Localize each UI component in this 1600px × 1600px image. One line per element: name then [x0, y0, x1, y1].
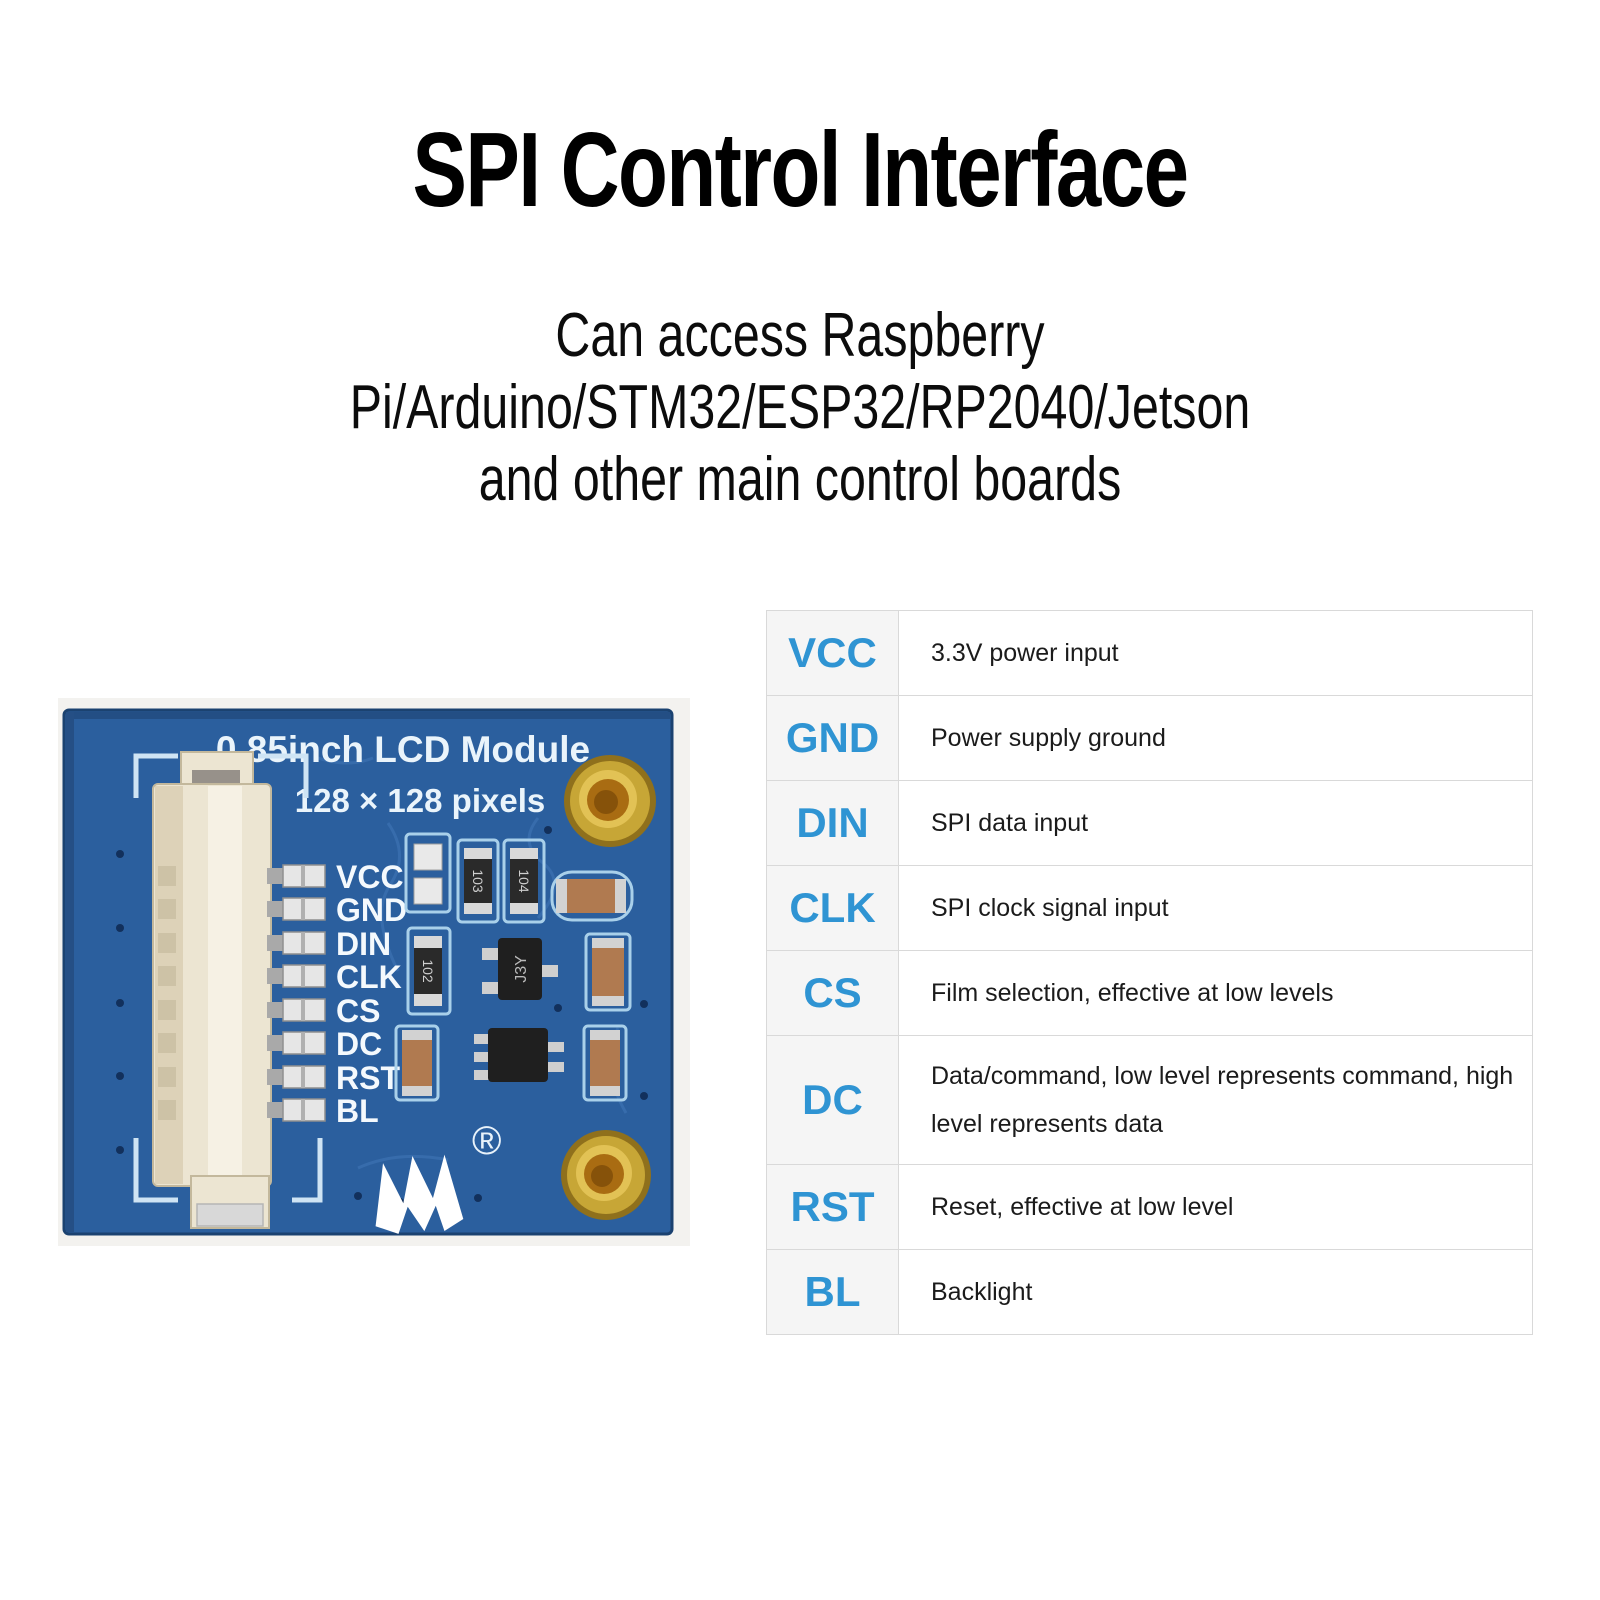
pin-name-cell: VCC	[767, 611, 899, 695]
pin-name-cell: GND	[767, 696, 899, 780]
resistor-102: 102	[414, 936, 442, 1006]
resistor-103: 103	[464, 848, 492, 914]
pin-desc-cell: SPI clock signal input	[931, 894, 1169, 922]
subtitle-line-1: Can access Raspberry Pi/Arduino/STM32/ES…	[349, 301, 1251, 442]
waveshare-logo: ®	[375, 1119, 501, 1234]
table-row-dc: DC Data/command, low level represents co…	[767, 1036, 1532, 1165]
pin-name-cell: RST	[767, 1165, 899, 1249]
table-row-vcc: VCC 3.3V power input	[767, 611, 1532, 696]
pin-label-vcc: VCC	[336, 859, 404, 895]
pin-contacts	[267, 864, 326, 1122]
pin-label-rst: RST	[336, 1060, 400, 1096]
pin-label-gnd: GND	[336, 892, 407, 928]
pin-label-din: DIN	[336, 926, 391, 962]
pin-name-cell: CS	[767, 951, 899, 1035]
pin-name-cell: CLK	[767, 866, 899, 950]
transistor-j3y: J3Y	[482, 938, 558, 1000]
connector-silkscreen-bracket	[133, 753, 323, 1203]
capacitor-top	[556, 879, 626, 913]
table-row-cs: CS Film selection, effective at low leve…	[767, 951, 1532, 1036]
via-holes	[116, 826, 648, 1206]
table-row-rst: RST Reset, effective at low level	[767, 1165, 1532, 1250]
capacitor-bottom-left	[402, 1030, 432, 1096]
svg-text:J3Y: J3Y	[513, 955, 530, 983]
table-row-gnd: GND Power supply ground	[767, 696, 1532, 781]
pin-desc-cell: Backlight	[931, 1278, 1033, 1306]
pin-label-bl: BL	[336, 1093, 379, 1129]
pin-desc-cell: Data/command, low level represents comma…	[931, 1062, 1514, 1138]
ic-bottom	[474, 1028, 564, 1082]
connector-slots	[158, 866, 176, 1120]
page-subtitle: Can access Raspberry Pi/Arduino/STM32/ES…	[176, 300, 1424, 516]
pcb-top-edge	[66, 712, 670, 719]
svg-text:102: 102	[420, 959, 436, 983]
table-row-bl: BL Backlight	[767, 1250, 1532, 1334]
standoff-bottom	[561, 1130, 651, 1220]
pin-desc-cell: SPI data input	[931, 809, 1089, 837]
pin-label-cs: CS	[336, 993, 380, 1029]
resistor-104: 104	[510, 848, 538, 914]
fpc-connector	[152, 751, 272, 1229]
pin-name-cell: DC	[767, 1036, 899, 1164]
pin-desc-cell: 3.3V power input	[931, 639, 1119, 667]
table-row-clk: CLK SPI clock signal input	[767, 866, 1532, 951]
table-row-din: DIN SPI data input	[767, 781, 1532, 866]
pin-labels: VCC GND DIN CLK CS DC RST BL	[336, 859, 407, 1129]
component-silkscreen-outlines	[394, 832, 634, 1102]
pcb-left-edge	[66, 712, 74, 1232]
subtitle-line-2: and other main control boards	[478, 445, 1122, 514]
capacitor-right	[592, 938, 624, 1006]
pin-table: VCC 3.3V power input GND Power supply gr…	[766, 610, 1533, 1335]
pin-name-cell: DIN	[767, 781, 899, 865]
registered-mark: ®	[472, 1119, 501, 1163]
capacitor-bottom-right	[590, 1030, 620, 1096]
pcb-board-image: 0.85inch LCD Module 128 × 128 pixels	[58, 698, 690, 1246]
pcb-photo: 0.85inch LCD Module 128 × 128 pixels	[58, 698, 690, 1246]
pin-label-dc: DC	[336, 1026, 382, 1062]
page-title: SPI Control Interface	[412, 111, 1189, 229]
pin-desc-cell: Power supply ground	[931, 724, 1166, 752]
pin-label-clk: CLK	[336, 959, 402, 995]
board-title: 0.85inch LCD Module	[216, 729, 590, 770]
solder-pads	[413, 843, 443, 905]
svg-text:103: 103	[470, 869, 486, 893]
svg-text:104: 104	[516, 869, 532, 893]
standoff-top	[564, 755, 656, 847]
board-resolution: 128 × 128 pixels	[295, 782, 545, 819]
pin-name-cell: BL	[767, 1250, 899, 1334]
pin-desc-cell: Film selection, effective at low levels	[931, 979, 1334, 1007]
pin-desc-cell: Reset, effective at low level	[931, 1193, 1234, 1221]
